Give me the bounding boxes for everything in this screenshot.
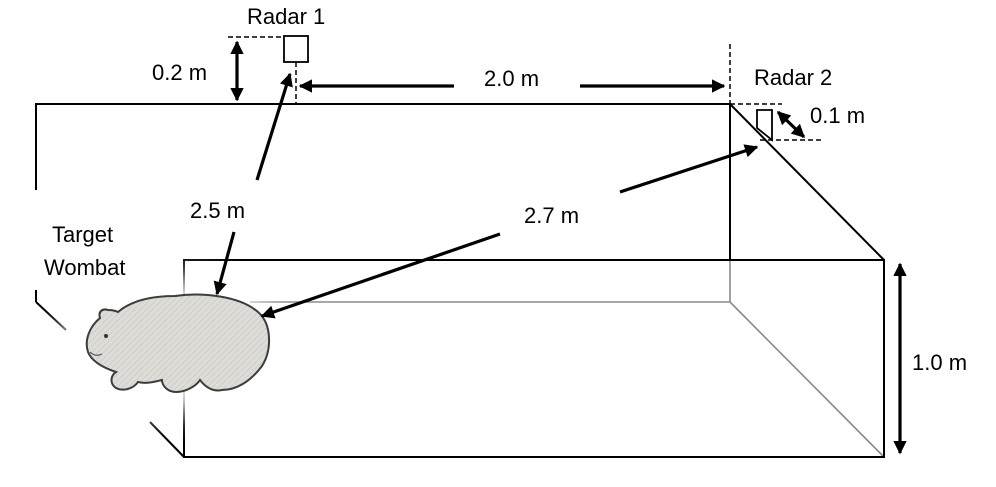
wombat-image — [60, 275, 280, 415]
arrow-radar-2-beam-lower — [260, 232, 501, 319]
enclosure-back-edge — [35, 103, 731, 260]
radar-2-target-distance-label: 2.7 m — [524, 203, 579, 228]
arrow-radar-1-beam-upper — [255, 72, 293, 181]
enclosure-left-diagonal-upper — [35, 301, 67, 331]
separation-label: 2.0 m — [484, 66, 539, 91]
radar-2-label: Radar 2 — [754, 65, 832, 90]
hidden-edge-floor-diagonal — [729, 301, 885, 458]
arrow-radar-2-offset — [776, 110, 806, 139]
enclosure-front-face — [183, 259, 885, 458]
enclosure-right-top-diagonal — [729, 103, 885, 261]
arrow-radar-1-beam-lower — [213, 231, 236, 296]
arrow-radar-2-beam-upper — [619, 144, 759, 194]
radar-1-label: Radar 1 — [247, 4, 325, 29]
radar-1-height-label: 0.2 m — [152, 60, 207, 85]
radar-1-target-distance-label: 2.5 m — [190, 198, 245, 223]
target-label-line-2: Wombat — [44, 255, 126, 280]
radar-2-sensor — [756, 109, 773, 142]
radar-2-offset-label: 0.1 m — [810, 103, 865, 128]
radar-1-sensor — [283, 35, 309, 63]
target-label-line-1: Target — [52, 222, 113, 247]
enclosure-left-diagonal-lower — [149, 421, 185, 458]
box-height-label: 1.0 m — [912, 350, 967, 375]
